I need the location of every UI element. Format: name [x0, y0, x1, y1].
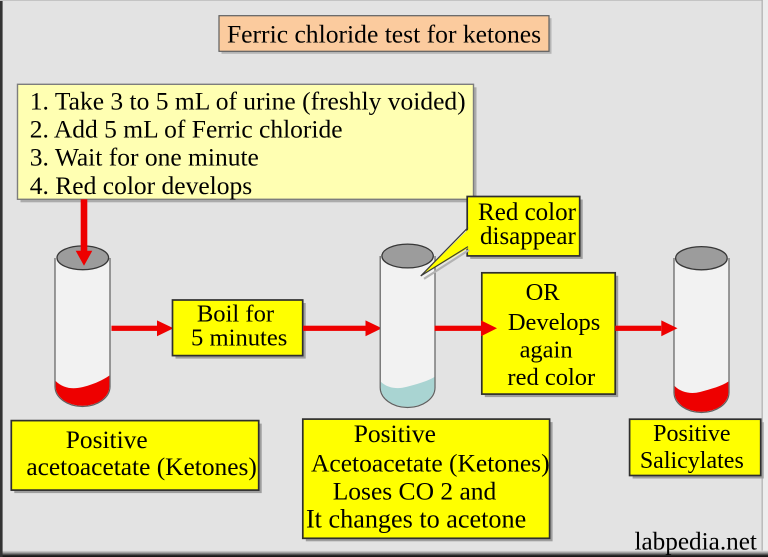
svg-text:red color: red color: [507, 364, 595, 391]
svg-text:5 minutes: 5 minutes: [191, 325, 287, 352]
svg-text:acetoacetate (Ketones): acetoacetate (Ketones): [26, 453, 256, 481]
svg-text:labpedia.net: labpedia.net: [635, 528, 757, 555]
svg-text:It changes to acetone: It changes to acetone: [306, 504, 526, 533]
svg-text:Positive: Positive: [354, 419, 436, 448]
svg-text:Salicylates: Salicylates: [640, 448, 744, 474]
svg-text:Boil for: Boil for: [197, 300, 274, 327]
svg-text:Red color: Red color: [478, 199, 577, 226]
svg-text:Ferric chloride test for keton: Ferric chloride test for ketones: [227, 19, 541, 48]
svg-text:Acetoacetate (Ketones): Acetoacetate (Ketones): [311, 448, 550, 477]
svg-text:Loses CO 2 and: Loses CO 2 and: [333, 476, 497, 505]
svg-text:OR: OR: [526, 279, 561, 306]
svg-text:1. Take 3 to 5 mL of urine (fr: 1. Take 3 to 5 mL of urine (freshly void…: [30, 86, 466, 115]
svg-text:2. Add 5 mL of Ferric chloride: 2. Add 5 mL of Ferric chloride: [30, 115, 343, 144]
svg-text:Develops: Develops: [508, 309, 601, 336]
svg-text:again: again: [520, 336, 573, 363]
svg-text:4. Red color develops: 4. Red color develops: [30, 171, 252, 200]
svg-text:3. Wait for one minute: 3. Wait for one minute: [30, 143, 259, 172]
svg-text:Positive: Positive: [66, 426, 148, 454]
svg-text:disappear: disappear: [480, 223, 576, 250]
svg-text:Positive: Positive: [653, 421, 730, 447]
